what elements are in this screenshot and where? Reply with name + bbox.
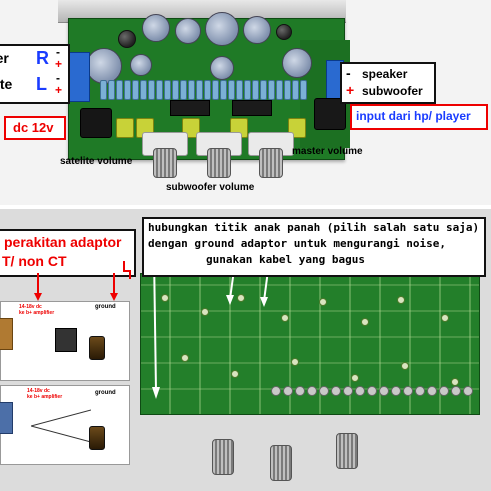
r-minus-sign: - (56, 45, 60, 59)
instruction-line-3: gunakan kabel yang bagus (206, 253, 365, 266)
capacitor (175, 18, 201, 44)
bridge-diode-lines (31, 409, 91, 443)
capacitor (142, 14, 170, 42)
schematic-a-left-label: 14-18v dc ke b+ amplifier (19, 304, 55, 316)
r-partial-text: aker (0, 50, 9, 66)
adaptor-bracket (34, 261, 131, 301)
schematic-a-ground-label: ground (95, 304, 116, 310)
adaptor-title-box: perakitan adaptor T/ non CT (0, 229, 136, 277)
capacitor (282, 48, 312, 78)
capacitor (86, 48, 122, 84)
output-minus-sign: - (346, 65, 351, 81)
l-partial-text: ite (0, 76, 13, 92)
capacitor (205, 12, 239, 46)
instruction-note-box: hubungkan titik anak panah (pilih salah … (142, 217, 486, 277)
subwoofer-volume-label: subwoofer volume (166, 182, 255, 193)
filter-capacitor (89, 336, 105, 360)
schematic-non-ct: 14-18v dc ke b+ amplifier ground (0, 385, 130, 465)
capacitor (243, 16, 271, 44)
adaptor-title-line2: T/ non CT (2, 253, 67, 269)
input-label-box: input dari hp/ player (350, 104, 488, 130)
l-plus-sign: + (55, 83, 63, 97)
schematic-ct: 14-18v dc ke b+ amplifier ground (0, 301, 130, 381)
capacitor (210, 56, 234, 80)
l-channel-letter: L (36, 74, 47, 94)
output-plus-sign: + (346, 82, 355, 98)
filter-capacitor (89, 426, 105, 450)
transformer-icon (0, 402, 13, 434)
speaker-label: speaker (362, 67, 408, 81)
ic-chip (232, 100, 272, 116)
pot-knob (212, 439, 234, 475)
capacitor (276, 24, 292, 40)
subwoofer-label: subwoofer (362, 84, 423, 98)
instruction-line-1: hubungkan titik anak panah (pilih salah … (148, 221, 480, 234)
schematic-b-left-label: 14-18v dc ke b+ amplifier (27, 388, 63, 400)
output-label-box: - speaker + subwoofer (340, 62, 436, 104)
master-volume-label: master volume (292, 146, 363, 157)
adaptor-title-line1: perakitan adaptor (4, 234, 122, 250)
top-photo-panel: aker ite R L - + - + dc 12v - speaker + … (0, 0, 491, 205)
speaker-terminal-block (66, 52, 90, 102)
satelite-volume-label: satelite volume (60, 156, 133, 167)
l-minus-sign: - (56, 71, 60, 85)
film-capacitor (116, 118, 134, 138)
ic-chip (170, 100, 210, 116)
schematic-b-ground-label: ground (95, 390, 116, 396)
subwoofer-volume-knob (207, 148, 231, 178)
pot-knob (270, 445, 292, 481)
bottom-photo-panel: hubungkan titik anak panah (pilih salah … (0, 209, 491, 491)
input-label: input dari hp/ player (356, 109, 471, 123)
dc-power-jack (80, 108, 112, 138)
transformer-icon (0, 318, 13, 350)
power-label-box: dc 12v (4, 116, 66, 140)
r-plus-sign: + (55, 57, 63, 71)
master-volume-knob (259, 148, 283, 178)
pin-header-row (271, 386, 473, 398)
channel-label-box: aker ite R L - + - + (0, 44, 70, 104)
power-label: dc 12v (13, 120, 54, 135)
satelite-volume-knob (153, 148, 177, 178)
pcb-underside (140, 273, 480, 415)
capacitor (130, 54, 152, 76)
resistor-row (100, 80, 310, 100)
capacitor (118, 30, 136, 48)
instruction-line-2: dengan ground adaptor untuk mengurangi n… (148, 237, 447, 250)
regulator-icon (55, 328, 77, 352)
r-channel-letter: R (36, 48, 49, 68)
pot-knob (336, 433, 358, 469)
panel-divider (0, 205, 491, 209)
